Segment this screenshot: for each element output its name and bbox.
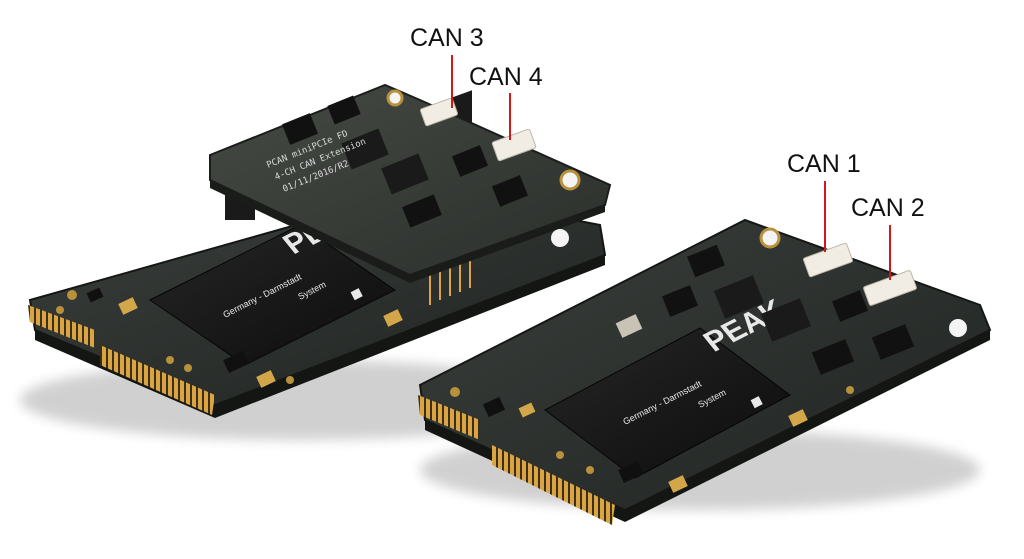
right-main-chip xyxy=(544,327,791,479)
can3-label: CAN 3 xyxy=(410,24,484,52)
left-card-group: PEAK Germany - Darmstadt System xyxy=(20,83,612,440)
left-extension-mount-hole-2 xyxy=(386,89,404,107)
can4-label: CAN 4 xyxy=(469,63,543,91)
left-extension-mount-hole xyxy=(559,169,581,191)
right-gold-fingers-short xyxy=(418,395,480,440)
can2-connector xyxy=(863,270,917,306)
can1-callout: CAN 1 xyxy=(787,150,861,252)
can2-label: CAN 2 xyxy=(851,194,925,222)
right-gold-fingers-long xyxy=(492,445,615,525)
can1-label: CAN 1 xyxy=(787,150,861,178)
right-card-group: PEAK Germany - Darmstadt System xyxy=(418,218,992,525)
can3-connector xyxy=(420,97,458,127)
can2-callout: CAN 2 xyxy=(851,194,925,280)
left-gold-fingers-short xyxy=(28,305,95,348)
left-main-chip xyxy=(149,224,396,366)
right-chip-logo-square xyxy=(750,396,763,409)
can4-callout: CAN 4 xyxy=(469,63,543,140)
right-base-components xyxy=(450,227,967,493)
left-chip-logo-square xyxy=(350,288,363,301)
can3-callout: CAN 3 xyxy=(410,24,484,108)
left-base-components xyxy=(56,229,569,388)
left-gold-fingers-long xyxy=(100,345,215,415)
right-transceiver-components xyxy=(661,244,915,375)
left-extension-components xyxy=(281,95,529,228)
